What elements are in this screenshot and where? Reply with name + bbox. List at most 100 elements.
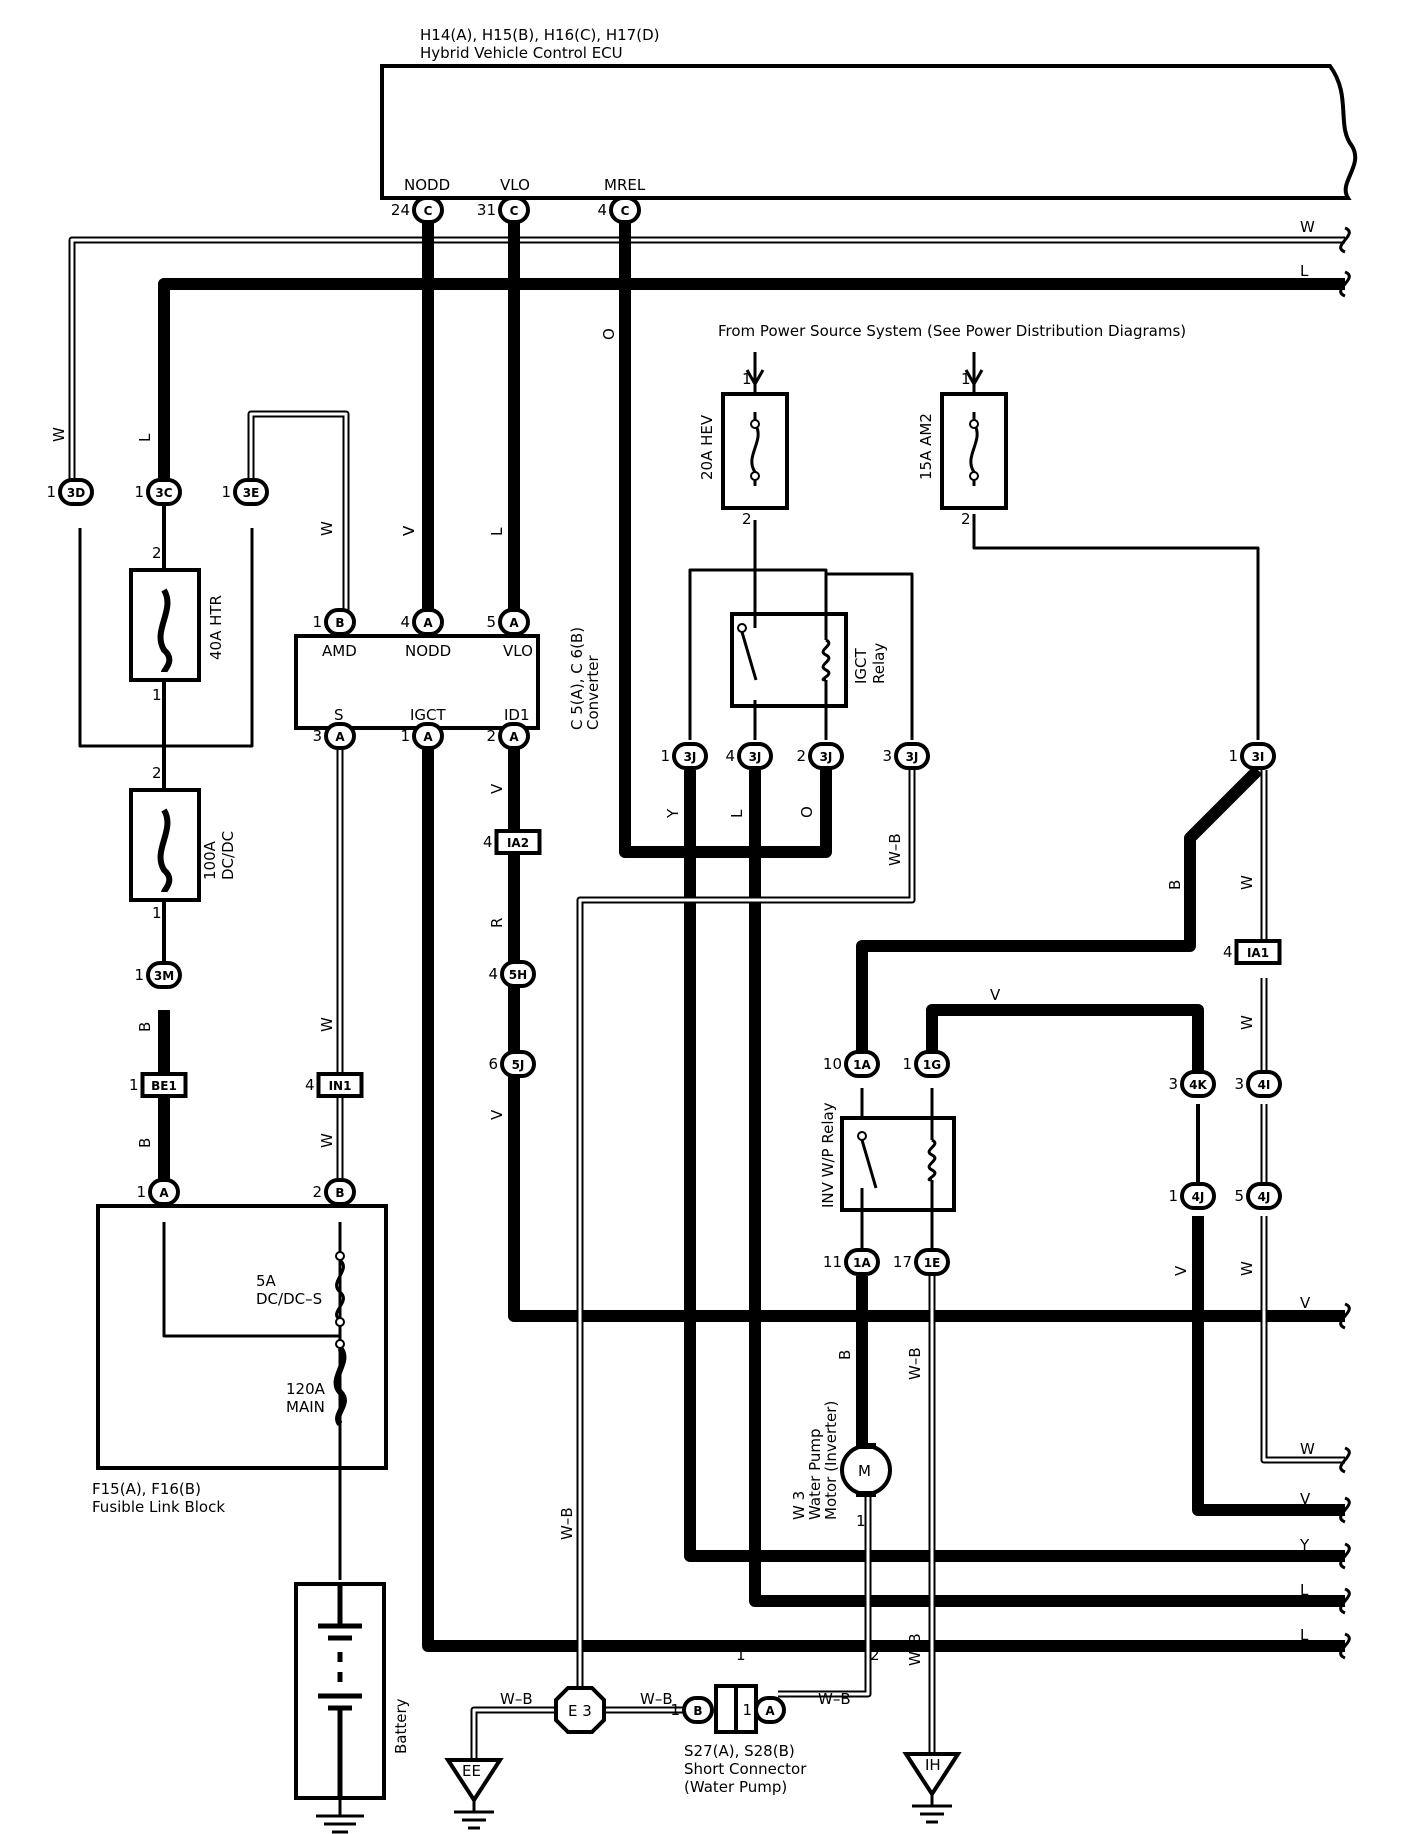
connector-pin: 1 bbox=[312, 613, 322, 631]
connector-code: 3J bbox=[906, 750, 919, 764]
ecu-name-label: Hybrid Vehicle Control ECU bbox=[420, 44, 623, 62]
connector-pin: 4 bbox=[400, 613, 410, 631]
wire-color-label: B bbox=[136, 1138, 154, 1148]
connector-pin: 4 bbox=[305, 1076, 315, 1094]
igct-relay-label-1: IGCT bbox=[852, 647, 870, 684]
wire-color-label: Y bbox=[664, 808, 682, 819]
connector-pin: 2 bbox=[312, 1183, 322, 1201]
wire-3j-y bbox=[684, 770, 1345, 1562]
wire-color-label: V bbox=[1172, 1265, 1190, 1276]
wire-color-label: O bbox=[600, 328, 618, 340]
fusible-link-name: Fusible Link Block bbox=[92, 1498, 225, 1516]
motor-label-3: Motor (Inverter) bbox=[822, 1401, 840, 1520]
connector-pin: 3 bbox=[312, 727, 322, 745]
connector-pin: 17 bbox=[893, 1253, 912, 1271]
connector-code: 3J bbox=[820, 750, 833, 764]
connector-code: 3M bbox=[154, 969, 174, 983]
connector-c-ecu-4: C4 bbox=[597, 196, 641, 224]
ground-ih-label: IH bbox=[925, 1756, 941, 1774]
connector-pin: 1 bbox=[134, 966, 144, 984]
wire-color-label: W bbox=[318, 1017, 336, 1032]
fuse-5a-name: DC/DC–S bbox=[256, 1290, 322, 1308]
wire-color-label: Y bbox=[1299, 1536, 1310, 1554]
wire-color-label: V bbox=[1300, 1490, 1311, 1508]
wire-3e-amd bbox=[247, 410, 350, 622]
connector-c-3i: 3I1 bbox=[1228, 742, 1276, 770]
wire-color-label: L bbox=[488, 527, 506, 536]
connector-code: BE1 bbox=[151, 1079, 177, 1093]
connector-pin: 4 bbox=[1223, 943, 1233, 961]
motor-label-2: Water Pump bbox=[806, 1428, 824, 1520]
wire-color-label: L bbox=[1300, 262, 1309, 280]
ecu-pin-nodd-name: NODD bbox=[404, 176, 450, 194]
connector-code: 5H bbox=[509, 968, 527, 982]
connector-code: IN1 bbox=[329, 1079, 352, 1093]
igct-relay-label-2: Relay bbox=[870, 643, 888, 684]
ecu-box bbox=[380, 64, 1358, 200]
wire-1g-v bbox=[926, 1004, 1204, 1078]
converter-pin-igct: IGCT bbox=[410, 706, 447, 724]
connector-pin: 2 bbox=[486, 727, 496, 745]
connector-c-5h: 5H4 bbox=[488, 960, 536, 988]
ground-ee-label: EE bbox=[462, 1762, 481, 1780]
connector-code: A bbox=[509, 730, 519, 744]
wire-color-label: V bbox=[1300, 1294, 1311, 1312]
connector-pin: 5 bbox=[486, 613, 496, 631]
connector-code: 3J bbox=[749, 750, 762, 764]
connector-code: 3J bbox=[684, 750, 697, 764]
connector-code: 3I bbox=[1252, 750, 1265, 764]
fuse-120a-name: MAIN bbox=[286, 1398, 325, 1416]
power-source-label: From Power Source System (See Power Dist… bbox=[718, 322, 1186, 340]
pin-number: 1 bbox=[961, 370, 971, 388]
connector-code: C bbox=[424, 204, 433, 218]
wire-color-label: W bbox=[1238, 1261, 1256, 1276]
connector-code: 1E bbox=[924, 1256, 941, 1270]
connector-c-fl-b: B2 bbox=[312, 1178, 356, 1206]
battery: Battery bbox=[294, 1582, 410, 1834]
connector-c-3m: 3M 1 bbox=[134, 961, 182, 989]
pin-number: 1 bbox=[742, 370, 752, 388]
wire-3j-l bbox=[749, 770, 1345, 1607]
wire-3i-b bbox=[856, 765, 1263, 1058]
connector-pin: 5 bbox=[1234, 1187, 1244, 1205]
fuse-100a-dcdc: 100A DC/DC bbox=[129, 788, 237, 902]
wire-hev-left bbox=[688, 520, 757, 740]
pin-number: 1 bbox=[736, 1646, 746, 1664]
ecu-pin-vlo-name: VLO bbox=[500, 176, 530, 194]
fuse-5a-label: 5A bbox=[256, 1272, 277, 1290]
pin-number: 1 bbox=[152, 904, 162, 922]
fusible-link-id: F15(A), F16(B) bbox=[92, 1480, 201, 1498]
connector-code: 3D bbox=[67, 486, 85, 500]
connector-code: A bbox=[765, 1704, 775, 1718]
wire-color-label: B bbox=[136, 1022, 154, 1032]
wire-color-label: L bbox=[1300, 1581, 1309, 1599]
connector-pin: 31 bbox=[477, 201, 496, 219]
connector-code: C bbox=[621, 204, 630, 218]
wire-igct-l bbox=[422, 746, 1345, 1652]
connector-c-3e: 3E1 bbox=[221, 478, 269, 506]
short-connector-name: Short Connector bbox=[684, 1760, 807, 1778]
wires bbox=[68, 210, 1345, 1815]
wire-color-label: V bbox=[400, 525, 418, 536]
wire-color-label: O bbox=[798, 806, 816, 818]
connector-pin: 2 bbox=[796, 747, 806, 765]
inv-wp-relay: INV W/P Relay bbox=[819, 1102, 956, 1212]
wire-color-label: B bbox=[1166, 880, 1184, 890]
fuse-40a-htr: 40A HTR bbox=[129, 568, 225, 682]
connector-c-4i: 4I3 bbox=[1234, 1070, 1282, 1098]
connector-code: A bbox=[423, 616, 433, 630]
connector-pin: 1 bbox=[660, 747, 670, 765]
converter-pin-s: S bbox=[334, 706, 344, 724]
converter-id-label: C 5(A), C 6(B) bbox=[568, 627, 586, 730]
connector-code: 4J bbox=[1192, 1190, 1205, 1204]
ground-ih: IH bbox=[902, 1752, 962, 1824]
connector-pin: 3 bbox=[1234, 1075, 1244, 1093]
wire-l-bus bbox=[158, 278, 1345, 492]
wire-4j-v bbox=[1192, 1216, 1345, 1516]
fuse-htr-label: 40A HTR bbox=[207, 595, 225, 660]
wire-color-label: W–B bbox=[906, 1347, 924, 1380]
